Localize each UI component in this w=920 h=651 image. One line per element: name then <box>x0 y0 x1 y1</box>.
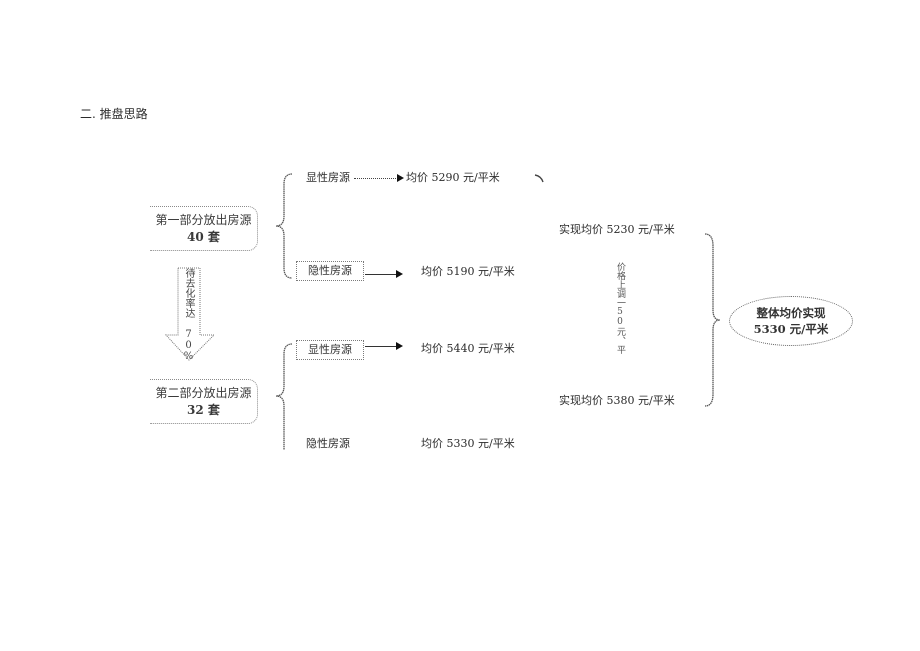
part-2-visible-price: 均价 5440 元/平米 <box>421 342 515 355</box>
part-1-visible-arrow-line <box>354 178 398 179</box>
part-2-visible-arrow-head-icon <box>396 342 403 350</box>
brace-overall-icon <box>704 233 721 407</box>
part-2-visible-label: 显性房源 <box>308 343 352 356</box>
part-1-name: 第一部分放出房源 <box>155 213 252 227</box>
part-2-visible-box: 显性房源 <box>296 340 364 360</box>
part-1-hidden-box: 隐性房源 <box>296 261 364 281</box>
overall-line-1: 整体均价实现 <box>756 306 826 320</box>
part-1-box: 第一部分放出房源 40 套 <box>150 206 258 251</box>
part-2-visible-arrow-line <box>365 346 397 347</box>
price-adjustment-note: 价格上调一50元、平 <box>615 262 625 354</box>
section-title: 二. 推盘思路 <box>80 107 148 121</box>
part-1-hidden-label: 隐性房源 <box>308 264 352 277</box>
brace-part-2-icon <box>275 343 293 450</box>
transition-label: 待去化率达 70% <box>183 268 194 362</box>
brace-part-1-icon <box>275 173 293 279</box>
part-2-name: 第二部分放出房源 <box>155 386 252 400</box>
part-1-visible-label: 显性房源 <box>306 171 350 184</box>
part-1-visible-price: 均价 5290 元/平米 <box>406 171 500 184</box>
part-1-hidden-price: 均价 5190 元/平米 <box>421 265 515 278</box>
part-1-realized-price: 实现均价 5230 元/平米 <box>559 223 675 236</box>
down-arrow-icon <box>164 267 216 361</box>
part-1-hidden-arrow-line <box>365 274 397 275</box>
part-2-count: 32 套 <box>187 403 220 417</box>
part-1-visible-arrow-head-icon <box>397 174 404 182</box>
part-2-realized-price: 实现均价 5380 元/平米 <box>559 394 675 407</box>
part-2-hidden-price: 均价 5330 元/平米 <box>421 437 515 450</box>
overall-result-ellipse: 整体均价实现 5330 元/平米 <box>729 296 853 346</box>
part-2-hidden-label: 隐性房源 <box>306 437 350 450</box>
arc-fragment-icon <box>534 174 544 183</box>
overall-line-2: 5330 元/平米 <box>753 322 829 336</box>
part-2-box: 第二部分放出房源 32 套 <box>150 379 258 424</box>
part-1-hidden-arrow-head-icon <box>396 270 403 278</box>
part-1-count: 40 套 <box>187 230 220 244</box>
